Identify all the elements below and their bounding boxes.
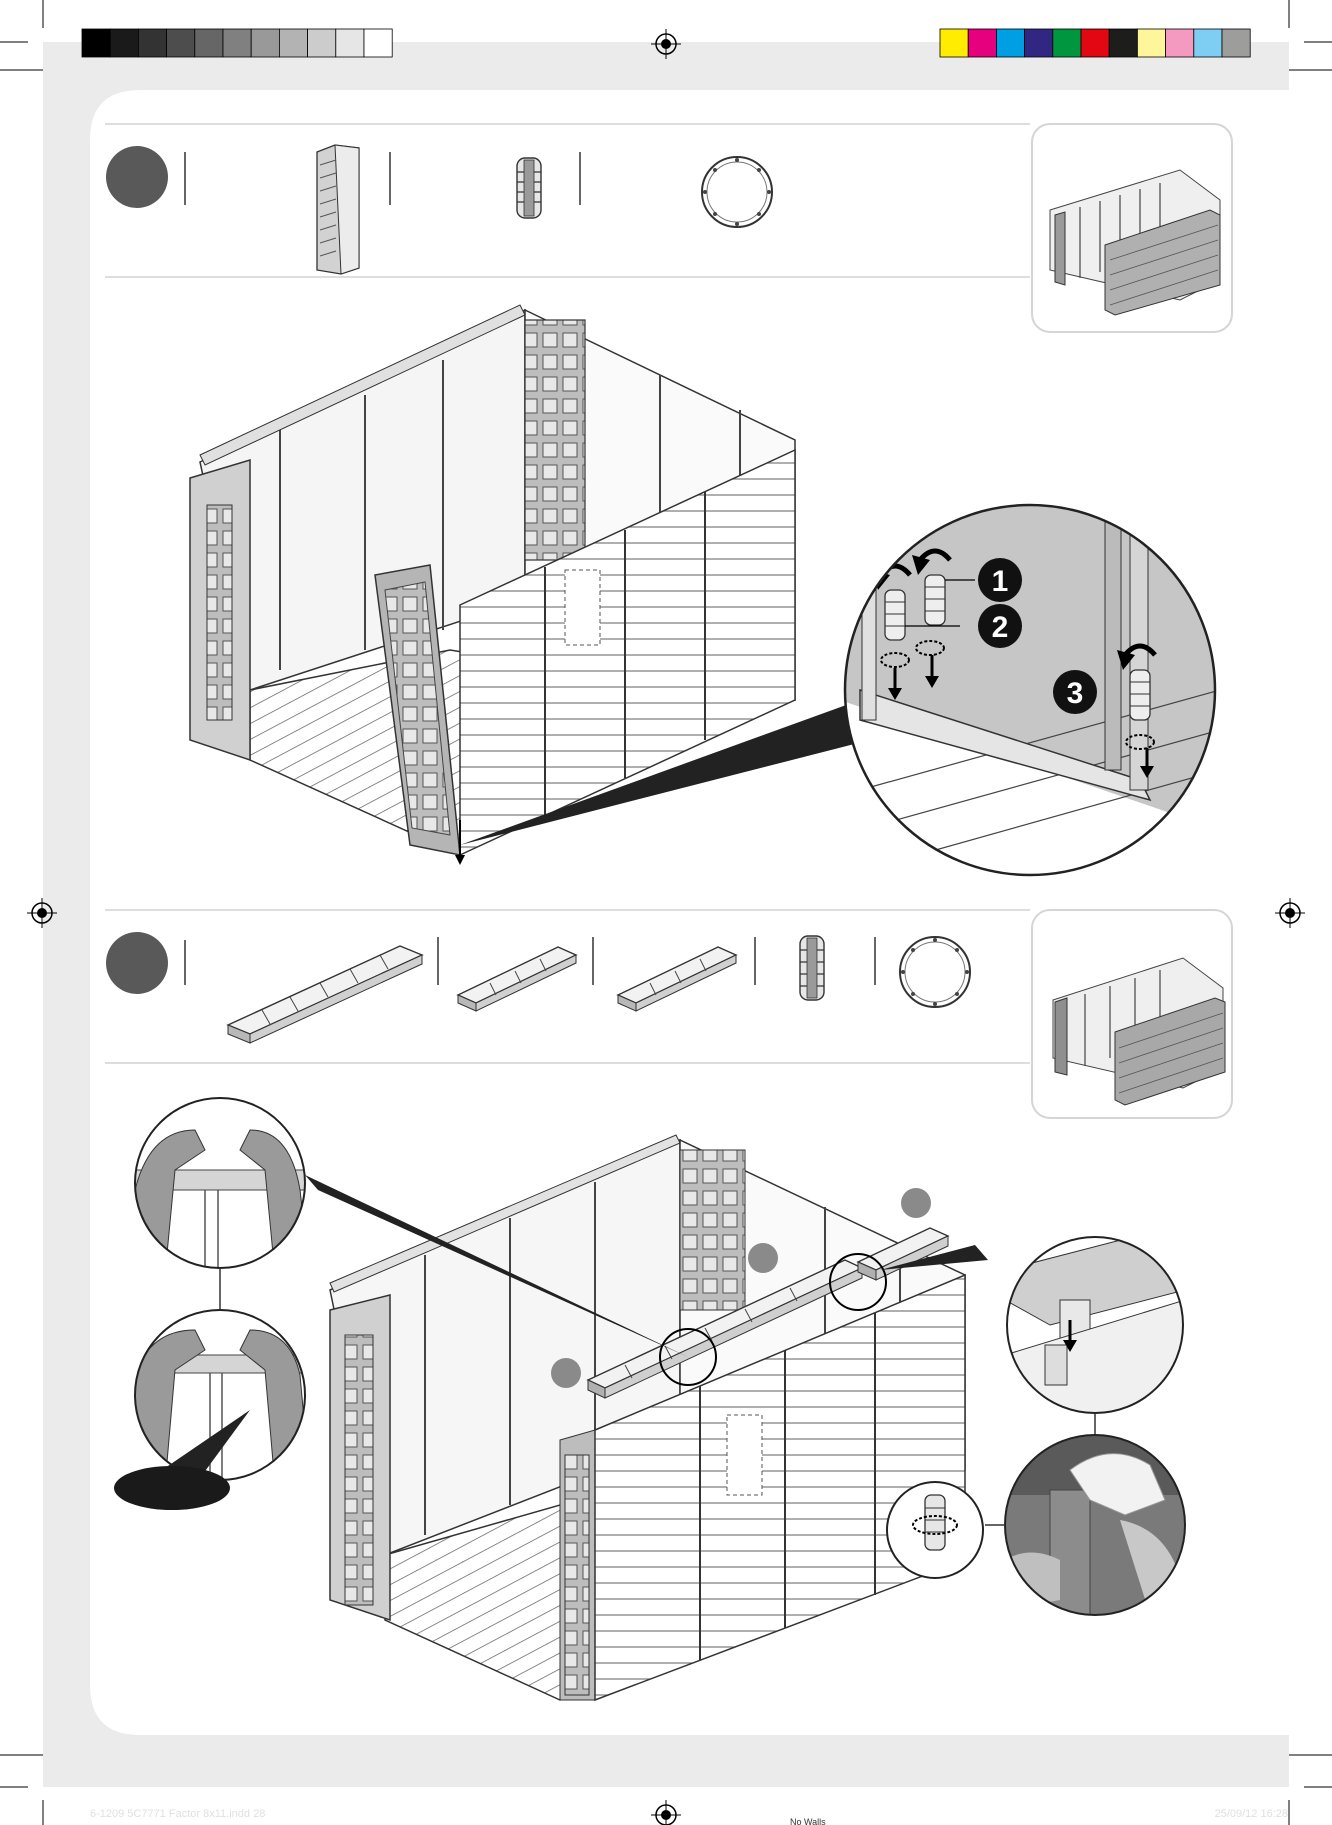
connector-plug-icon (925, 1495, 945, 1550)
connector-plug-icon (1130, 670, 1150, 720)
connector-plug-icon (885, 590, 905, 640)
placement-marker-b (748, 1243, 778, 1273)
connector-plug-icon (925, 575, 945, 625)
detail-oval-label (114, 1466, 230, 1510)
color-swatch (1194, 29, 1222, 57)
registration-mark-bottom (651, 1800, 681, 1825)
connector-plug-icon (517, 158, 541, 218)
svg-text:1: 1 (992, 565, 1009, 598)
gray-swatch (138, 29, 166, 57)
gray-swatch (223, 29, 251, 57)
color-calibration-bar (940, 29, 1250, 57)
step1-number-dot (106, 146, 168, 208)
color-swatch (968, 29, 996, 57)
footer-timestamp: 25/09/12 16:28 (1215, 1808, 1288, 1820)
svg-text:2: 2 (992, 611, 1009, 644)
gray-swatch (251, 29, 279, 57)
color-swatch (1137, 29, 1165, 57)
gray-swatch (364, 29, 392, 57)
gray-swatch (82, 29, 110, 57)
gray-swatch (336, 29, 364, 57)
color-swatch (1025, 29, 1053, 57)
step2-number-dot (106, 932, 168, 994)
callout-badge-2: 2 (978, 604, 1022, 648)
gray-swatch (110, 29, 138, 57)
color-swatch (1222, 29, 1250, 57)
color-swatch (940, 29, 968, 57)
callout-badge-1: 1 (978, 558, 1022, 602)
footer-file-name: 6-1209 5C7771 Factor 8x11.indd 28 (90, 1808, 265, 1820)
wall-panel-icon (317, 145, 359, 274)
step2-preview-panel (1032, 910, 1232, 1118)
color-swatch (996, 29, 1024, 57)
color-swatch (1109, 29, 1137, 57)
gray-calibration-bar (82, 29, 392, 57)
gray-swatch (195, 29, 223, 57)
svg-text:3: 3 (1067, 677, 1084, 710)
gray-swatch (167, 29, 195, 57)
placement-marker-c (901, 1188, 931, 1218)
placement-marker-a (551, 1358, 581, 1388)
footer-bottom-label: No Walls (790, 1817, 826, 1825)
step1-preview-panel (1032, 124, 1232, 332)
gray-swatch (308, 29, 336, 57)
callout-badge-3: 3 (1053, 670, 1097, 714)
color-swatch (1053, 29, 1081, 57)
plug-washer-detail (887, 1482, 983, 1578)
color-swatch (1166, 29, 1194, 57)
color-swatch (1081, 29, 1109, 57)
gray-swatch (279, 29, 307, 57)
connector-plug-icon (800, 936, 824, 1000)
